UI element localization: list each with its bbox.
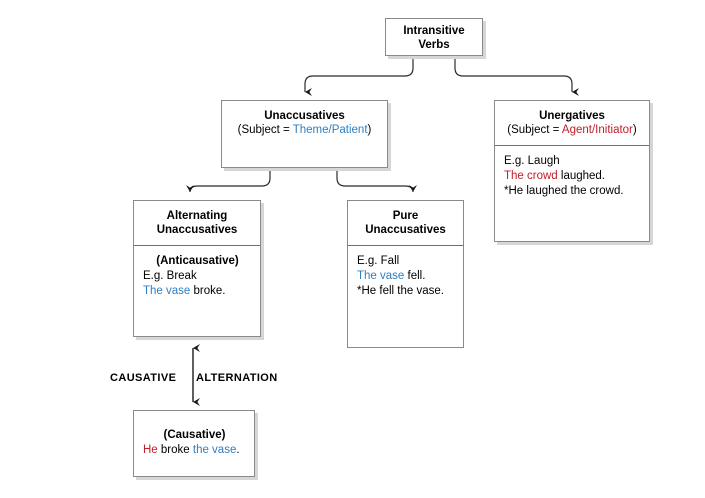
example-grammatical: The crowd laughed. [504, 169, 641, 184]
alternation-type-label: (Causative) [163, 429, 226, 441]
node-title-line1: Pure [392, 210, 419, 222]
example-verb: E.g. Laugh [504, 155, 560, 167]
theta-role-agent-initiator: Agent/Initiator [561, 124, 633, 136]
edge-unaccusatives-to-pure [336, 168, 421, 196]
node-subtitle: (Subject = Theme/Patient) [228, 123, 381, 137]
subtitle-suffix: ) [632, 124, 637, 136]
node-title-line2: Unaccusatives [365, 224, 446, 236]
example-ungrammatical: *He laughed the crowd. [504, 185, 624, 197]
example-predicate: laughed. [557, 170, 606, 182]
node-alternating-unaccusatives[interactable]: Alternating Unaccusatives (Anticausative… [133, 200, 261, 337]
example-subject: He [143, 444, 158, 456]
node-title: Unaccusatives [264, 110, 345, 122]
example-punctuation: . [236, 444, 240, 456]
node-examples: (Anticausative) E.g. Break The vase brok… [134, 245, 260, 307]
node-title-line1: Intransitive [403, 25, 465, 37]
example-object: the vase [192, 444, 237, 456]
subtitle-prefix: (Subject = [237, 124, 293, 136]
node-pure-unaccusatives[interactable]: Pure Unaccusatives E.g. Fall The vase fe… [347, 200, 464, 348]
example-predicate: broke. [190, 285, 226, 297]
node-examples: E.g. Laugh The crowd laughed. *He laughe… [495, 145, 649, 207]
node-title-line2: Verbs [418, 39, 450, 51]
example-subject: The vase [143, 285, 191, 297]
edge-intransitive-to-unaccusatives [304, 56, 414, 96]
example-grammatical: The vase broke. [143, 284, 252, 299]
node-header: Pure Unaccusatives [348, 201, 463, 245]
node-header: Unergatives (Subject = Agent/Initiator) [495, 101, 649, 145]
edge-unaccusatives-to-alternating [189, 168, 271, 197]
node-title: Unergatives [539, 110, 605, 122]
caption-causative: CAUSATIVE [110, 372, 177, 384]
example-subject: The crowd [504, 170, 558, 182]
node-examples: (Causative) He broke the vase. [134, 411, 254, 466]
example-verb: E.g. Fall [357, 255, 400, 267]
node-unergatives[interactable]: Unergatives (Subject = Agent/Initiator) … [494, 100, 650, 242]
example-verb: E.g. Break [143, 270, 197, 282]
subtitle-prefix: (Subject = [507, 124, 562, 136]
example-verb: broke [157, 444, 193, 456]
node-header: Unaccusatives (Subject = Theme/Patient) [222, 101, 387, 145]
node-header: Alternating Unaccusatives [134, 201, 260, 245]
theta-role-theme-patient: Theme/Patient [292, 124, 368, 136]
node-causative[interactable]: (Causative) He broke the vase. [133, 410, 255, 477]
example-ungrammatical: *He fell the vase. [357, 285, 444, 297]
alternation-type-label: (Anticausative) [156, 255, 239, 267]
edge-intransitive-to-unergatives [454, 56, 579, 96]
node-title-line2: Unaccusatives [156, 224, 238, 236]
node-intransitive-verbs[interactable]: Intransitive Verbs [385, 18, 483, 56]
node-title-line1: Alternating [166, 210, 228, 222]
node-header: Intransitive Verbs [386, 19, 482, 60]
caption-alternation: ALTERNATION [196, 372, 278, 384]
node-unaccusatives[interactable]: Unaccusatives (Subject = Theme/Patient) [221, 100, 388, 168]
example-predicate: fell. [404, 270, 426, 282]
example-grammatical: The vase fell. [357, 269, 455, 284]
example-grammatical: He broke the vase. [143, 443, 246, 458]
example-subject: The vase [357, 270, 405, 282]
node-subtitle: (Subject = Agent/Initiator) [501, 123, 643, 137]
subtitle-suffix: ) [367, 124, 372, 136]
node-examples: E.g. Fall The vase fell. *He fell the va… [348, 245, 463, 307]
